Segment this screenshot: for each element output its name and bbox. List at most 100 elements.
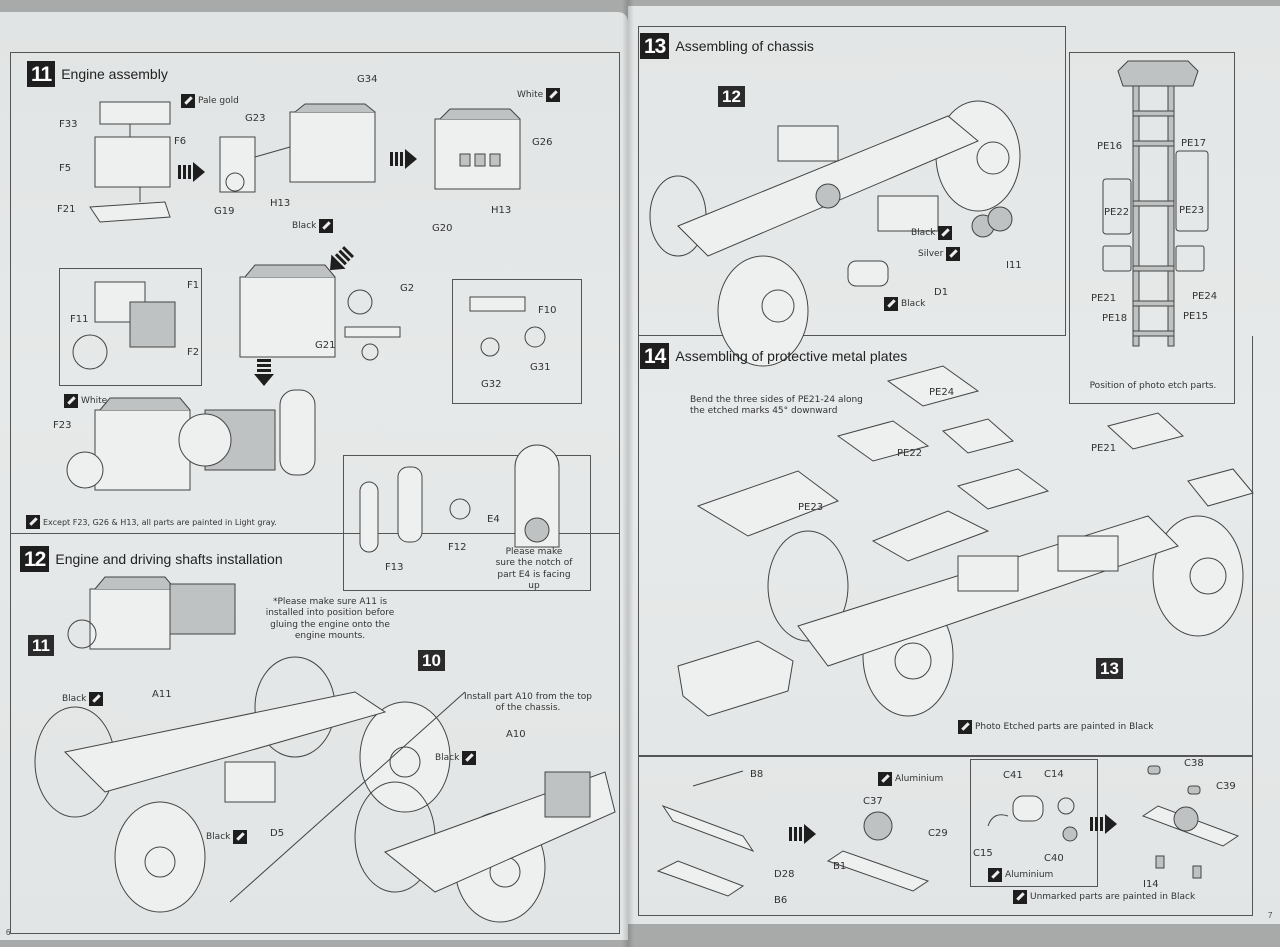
note-a10: Install part A10 from the top of the cha… <box>464 692 592 714</box>
pe-paint-note: Photo Etched parts are painted in Black <box>958 720 1153 734</box>
pe-label: PE23 <box>1179 205 1205 216</box>
paint-color: Black <box>911 228 936 238</box>
step-11-header: 11 Engine assembly <box>27 61 168 87</box>
part-label: C40 <box>1044 853 1064 864</box>
pe-paint-text: Photo Etched parts are painted in Black <box>975 722 1154 732</box>
paint-color: White <box>81 396 108 406</box>
part-label: G32 <box>481 379 502 390</box>
reference-step-13: 13 <box>1096 658 1123 679</box>
part-label: B6 <box>774 895 788 906</box>
paint-color: Pale gold <box>198 96 239 106</box>
paint-brush-icon <box>181 94 195 108</box>
step-11-frame <box>10 52 620 534</box>
pe-label: PE18 <box>1102 313 1128 324</box>
part-label: F1 <box>187 280 200 291</box>
instruction-page-7: 13 Assembling of chassis 12 Black Silver… <box>628 6 1280 924</box>
engine-install-drawing <box>67 576 236 650</box>
part-label: E4 <box>487 514 500 525</box>
paint-brush-icon <box>988 868 1002 882</box>
chassis-drawing <box>649 100 1021 367</box>
paint-brush-icon <box>26 515 40 529</box>
paint-brush-icon <box>233 830 248 844</box>
step-number: 13 <box>640 33 670 59</box>
paint-color: Black <box>206 832 231 842</box>
part-label: D5 <box>270 828 285 839</box>
engine-block-drawing <box>239 264 401 361</box>
paint-callout: Black <box>62 692 104 706</box>
part-label: C37 <box>863 796 883 807</box>
paint-color: Black <box>901 299 926 309</box>
part-label: G34 <box>357 74 378 85</box>
reference-step-11: 11 <box>28 635 54 656</box>
step-number: 14 <box>640 343 670 369</box>
pe-label: PE21 <box>1091 293 1117 304</box>
paint-callout: Black <box>206 830 248 844</box>
protective-plates-drawing <box>696 365 1254 562</box>
inset-box <box>452 279 582 404</box>
bumper-final-drawing <box>1141 765 1240 879</box>
paint-brush-icon <box>546 88 561 102</box>
part-label: C29 <box>928 828 948 839</box>
paint-brush-icon <box>938 226 953 240</box>
reference-step-12: 12 <box>718 86 745 107</box>
winch-drawing <box>987 795 1078 842</box>
part-label: G19 <box>214 206 235 217</box>
step-title: Engine and driving shafts installation <box>55 551 283 567</box>
wheel-hub-drawing <box>971 206 1013 238</box>
step-13-frame <box>638 26 1066 336</box>
turbo-drawing <box>469 296 546 357</box>
step-12-header: 12 Engine and driving shafts installatio… <box>20 546 283 572</box>
paint-rule-text: Except F23, G26 & H13, all parts are pai… <box>43 517 277 527</box>
part-label: I11 <box>1006 260 1022 271</box>
part-label: PE24 <box>929 387 955 398</box>
bumper-drawing <box>656 770 755 897</box>
bracket-drawing <box>847 260 889 287</box>
engine-block-drawing <box>219 103 376 193</box>
next-step-arrow <box>789 824 816 844</box>
step-title: Engine assembly <box>61 66 168 82</box>
paint-callout: Black <box>292 219 334 233</box>
part-label: D28 <box>774 869 795 880</box>
paint-brush-icon <box>878 772 892 786</box>
part-label: C14 <box>1044 769 1064 780</box>
part-label: G21 <box>315 340 336 351</box>
step-14-frame <box>638 336 1253 756</box>
paint-callout: Pale gold <box>181 94 239 108</box>
part-label: G2 <box>400 283 415 294</box>
next-step-arrow <box>1090 814 1117 834</box>
part-label: H13 <box>491 205 512 216</box>
part-label: B1 <box>833 861 847 872</box>
inset-box <box>343 455 591 591</box>
bumper-drawing <box>826 811 930 892</box>
part-label: B8 <box>750 769 764 780</box>
part-label: H13 <box>270 198 291 209</box>
chassis-front-drawing <box>354 771 616 923</box>
pe-label: PE15 <box>1183 311 1209 322</box>
part-label: I14 <box>1143 879 1159 890</box>
instruction-page-6: 11 Engine assembly F33 F6 F5 F21 G23 G34… <box>0 12 628 940</box>
part-label: F2 <box>187 347 200 358</box>
paint-brush-icon <box>884 297 898 311</box>
paint-brush-icon <box>462 751 477 765</box>
paint-brush-icon <box>89 692 104 706</box>
paint-brush-icon <box>946 247 961 261</box>
paint-brush-icon <box>958 720 972 734</box>
engine-block-drawing <box>434 108 521 190</box>
photo-etch-diagram-frame <box>1069 52 1235 404</box>
page-number: 7 <box>1268 911 1273 920</box>
part-label: PE21 <box>1091 443 1117 454</box>
unmarked-paint-text: Unmarked parts are painted in Black <box>1030 892 1196 902</box>
paint-color: Aluminium <box>1005 870 1054 880</box>
part-label: PE23 <box>798 502 824 513</box>
part-label: F5 <box>59 163 72 174</box>
part-label: G26 <box>532 137 553 148</box>
part-label: F12 <box>448 542 467 553</box>
divider-line <box>229 691 466 903</box>
paint-brush-icon <box>319 219 334 233</box>
part-label: F6 <box>174 136 187 147</box>
part-label: F11 <box>70 314 89 325</box>
bumper-subassembly-frame <box>638 756 1253 916</box>
paint-color: Silver <box>918 249 944 259</box>
paint-color: Black <box>435 753 460 763</box>
part-label: G31 <box>530 362 551 373</box>
